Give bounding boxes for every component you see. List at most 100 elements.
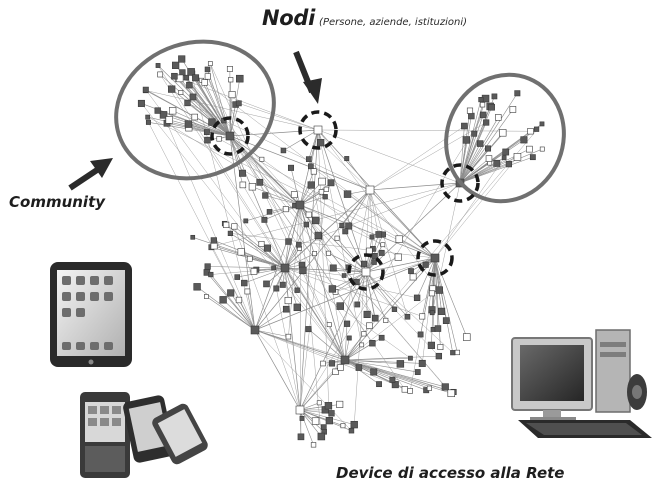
network-edge (186, 77, 231, 137)
network-edge (163, 114, 231, 137)
network-edge (459, 143, 481, 184)
network-edge (459, 132, 503, 184)
network-node (297, 433, 305, 441)
community-label: Community (9, 193, 106, 211)
network-edge (284, 224, 307, 269)
network-node (178, 55, 186, 63)
network-node (295, 405, 305, 415)
network-edge (354, 189, 371, 425)
network-node (219, 296, 227, 304)
network-edge (254, 267, 286, 331)
network-node (191, 113, 198, 121)
network-edge (317, 129, 436, 259)
network-edge (344, 359, 393, 381)
network-edge (434, 257, 458, 353)
network-node (505, 161, 512, 168)
network-node (157, 71, 164, 78)
network-node (360, 260, 368, 267)
network-node (235, 296, 243, 304)
network-edge (276, 288, 301, 411)
network-node (322, 194, 328, 200)
network-node (418, 359, 426, 367)
network-node (241, 279, 248, 287)
network-node (350, 420, 358, 429)
network-edge (420, 257, 436, 335)
network-node (179, 69, 186, 76)
network-node (414, 369, 421, 375)
network-node (310, 168, 317, 175)
network-node (378, 249, 385, 256)
network-node (337, 364, 344, 371)
network-node (299, 416, 305, 421)
desktop-computer-icon (511, 329, 652, 438)
network-node (355, 364, 363, 371)
network-edge (365, 271, 453, 353)
network-node (193, 283, 201, 291)
network-edge (244, 267, 286, 284)
network-edge (252, 186, 301, 206)
network-node (539, 146, 545, 152)
network-node (463, 333, 471, 341)
network-node (328, 410, 335, 417)
network-node (184, 99, 191, 107)
network-node (261, 216, 268, 223)
network-node (142, 86, 149, 93)
network-edge (207, 76, 231, 137)
network-edge (339, 271, 367, 307)
network-node (280, 147, 287, 154)
highlight-node-4 (416, 239, 454, 277)
network-node (499, 129, 507, 137)
network-edge (229, 135, 371, 191)
network-edge (434, 157, 505, 259)
network-edge (259, 182, 301, 206)
network-node (223, 221, 230, 228)
tablet-icon (50, 262, 132, 367)
network-edge (145, 89, 231, 137)
network-node (502, 148, 510, 156)
network-edge (159, 74, 231, 137)
network-edge (459, 133, 475, 184)
network-node (371, 253, 378, 260)
network-node (447, 389, 456, 398)
network-node (303, 221, 310, 228)
network-edge (254, 329, 352, 431)
network-edge (344, 359, 380, 385)
network-edge (348, 189, 371, 227)
network-edge (299, 404, 340, 411)
network-node (279, 281, 286, 288)
network-node (234, 274, 241, 280)
network-node (256, 178, 264, 186)
network-node (305, 211, 312, 218)
network-node (341, 273, 347, 278)
network-node (227, 230, 233, 236)
network-node (280, 263, 290, 273)
network-node (238, 169, 246, 177)
network-node (189, 93, 197, 101)
network-node (434, 325, 442, 332)
network-edge (207, 69, 231, 137)
network-node (317, 139, 325, 147)
network-node (204, 294, 209, 299)
network-edge (284, 267, 345, 276)
network-node (394, 253, 402, 261)
network-edge (229, 103, 240, 137)
network-node (294, 287, 300, 293)
network-node (228, 91, 236, 99)
network-edge (247, 291, 256, 331)
network-node (529, 154, 536, 161)
network-node (227, 289, 235, 297)
network-node (407, 388, 413, 394)
network-edge (317, 129, 440, 291)
smartphones-icon (80, 392, 208, 478)
network-edge (299, 129, 319, 411)
network-edge (210, 274, 256, 331)
network-node (526, 145, 533, 153)
network-node (326, 322, 332, 328)
network-node (369, 339, 376, 347)
network-node (370, 368, 378, 376)
community-arrow (68, 158, 113, 191)
network-node (169, 107, 177, 115)
network-node (361, 331, 367, 337)
network-node (244, 288, 251, 295)
network-edge (148, 122, 256, 331)
